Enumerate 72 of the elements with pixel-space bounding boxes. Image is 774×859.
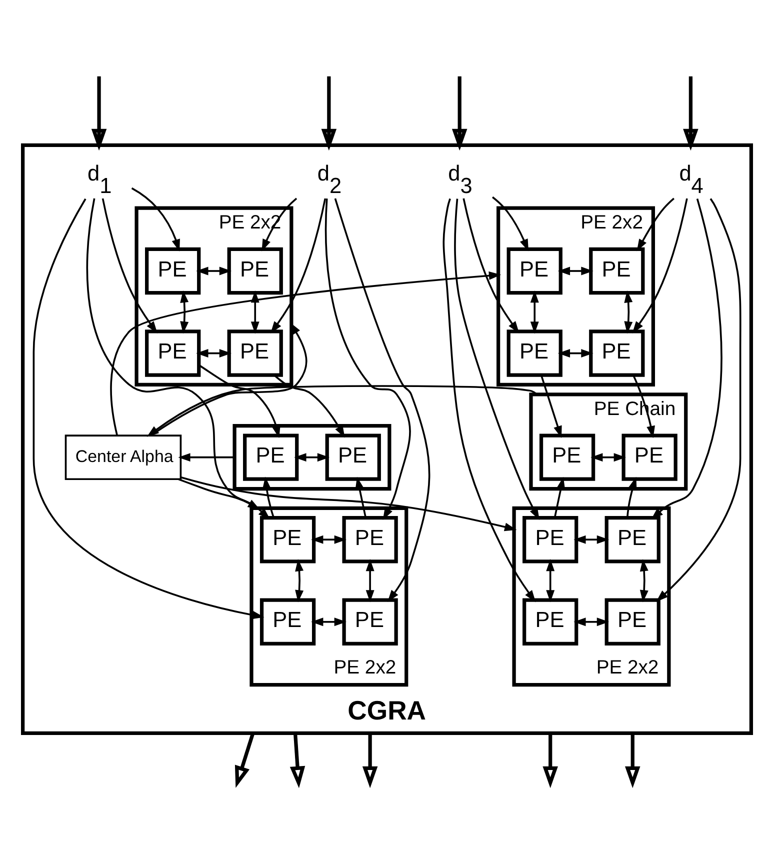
arrow — [270, 198, 326, 334]
arrow — [178, 478, 260, 510]
arrow — [102, 198, 158, 334]
node-box: Center Alpha — [64, 434, 182, 480]
arrow — [262, 476, 274, 518]
arrow — [180, 290, 189, 334]
arrow — [32, 198, 264, 620]
arrow — [274, 374, 345, 438]
arrow — [624, 733, 640, 788]
arrow — [324, 198, 411, 520]
node-box: PE — [522, 598, 578, 646]
arrow — [196, 349, 232, 358]
arrow — [178, 453, 235, 462]
arrow — [546, 559, 555, 602]
node-box: PE — [522, 516, 578, 564]
node-box: PE — [145, 330, 201, 377]
node-box: PE — [589, 330, 645, 377]
arrow — [626, 476, 637, 518]
arrow — [131, 187, 180, 252]
arrow — [530, 290, 539, 334]
arrow — [290, 733, 306, 788]
arrow — [366, 559, 374, 602]
node-box: PE — [342, 516, 398, 564]
arrow — [640, 559, 648, 602]
arrow — [632, 198, 688, 334]
arrow — [558, 266, 594, 276]
node-box: PE — [325, 434, 381, 481]
arrow — [321, 76, 337, 151]
node-box: PE — [506, 330, 562, 377]
arrow — [234, 732, 255, 788]
arrow — [150, 322, 308, 436]
arrow — [574, 535, 609, 544]
node-box: PE — [506, 247, 562, 295]
arrow — [624, 290, 633, 334]
node-box: PE — [622, 434, 678, 481]
arrow — [91, 76, 107, 151]
arrow — [146, 385, 538, 437]
node-box: PE — [539, 434, 596, 481]
arrow — [554, 476, 566, 518]
arrow — [590, 453, 626, 462]
arrow — [180, 476, 517, 532]
arrow — [355, 476, 366, 518]
arrow — [295, 559, 304, 602]
arrow — [294, 453, 330, 462]
node-box: PE — [604, 516, 660, 564]
arrow — [311, 618, 346, 626]
node-box: PE — [260, 598, 316, 646]
arrow — [110, 271, 502, 436]
arrow — [442, 198, 536, 602]
node-box: PE — [145, 247, 201, 295]
arrow — [198, 364, 280, 438]
arrow — [574, 618, 609, 626]
arrow — [196, 266, 232, 276]
arrow — [311, 535, 346, 544]
arrow — [334, 198, 430, 602]
node-box: PE — [243, 434, 299, 481]
node-box: PE — [260, 516, 316, 564]
node-box: PE — [604, 598, 660, 646]
arrow — [683, 76, 698, 151]
node-box: PE — [589, 247, 645, 295]
arrow — [558, 349, 594, 358]
node-box: PE — [342, 598, 398, 646]
arrow — [462, 198, 520, 334]
arrow — [452, 76, 468, 151]
node-box: PE — [227, 330, 283, 377]
arrow — [542, 733, 558, 788]
arrow — [656, 198, 742, 602]
node-box: PE — [227, 247, 283, 295]
arrow — [362, 733, 378, 788]
arrow — [636, 198, 674, 252]
arrow — [540, 375, 562, 438]
arrow — [454, 198, 540, 520]
